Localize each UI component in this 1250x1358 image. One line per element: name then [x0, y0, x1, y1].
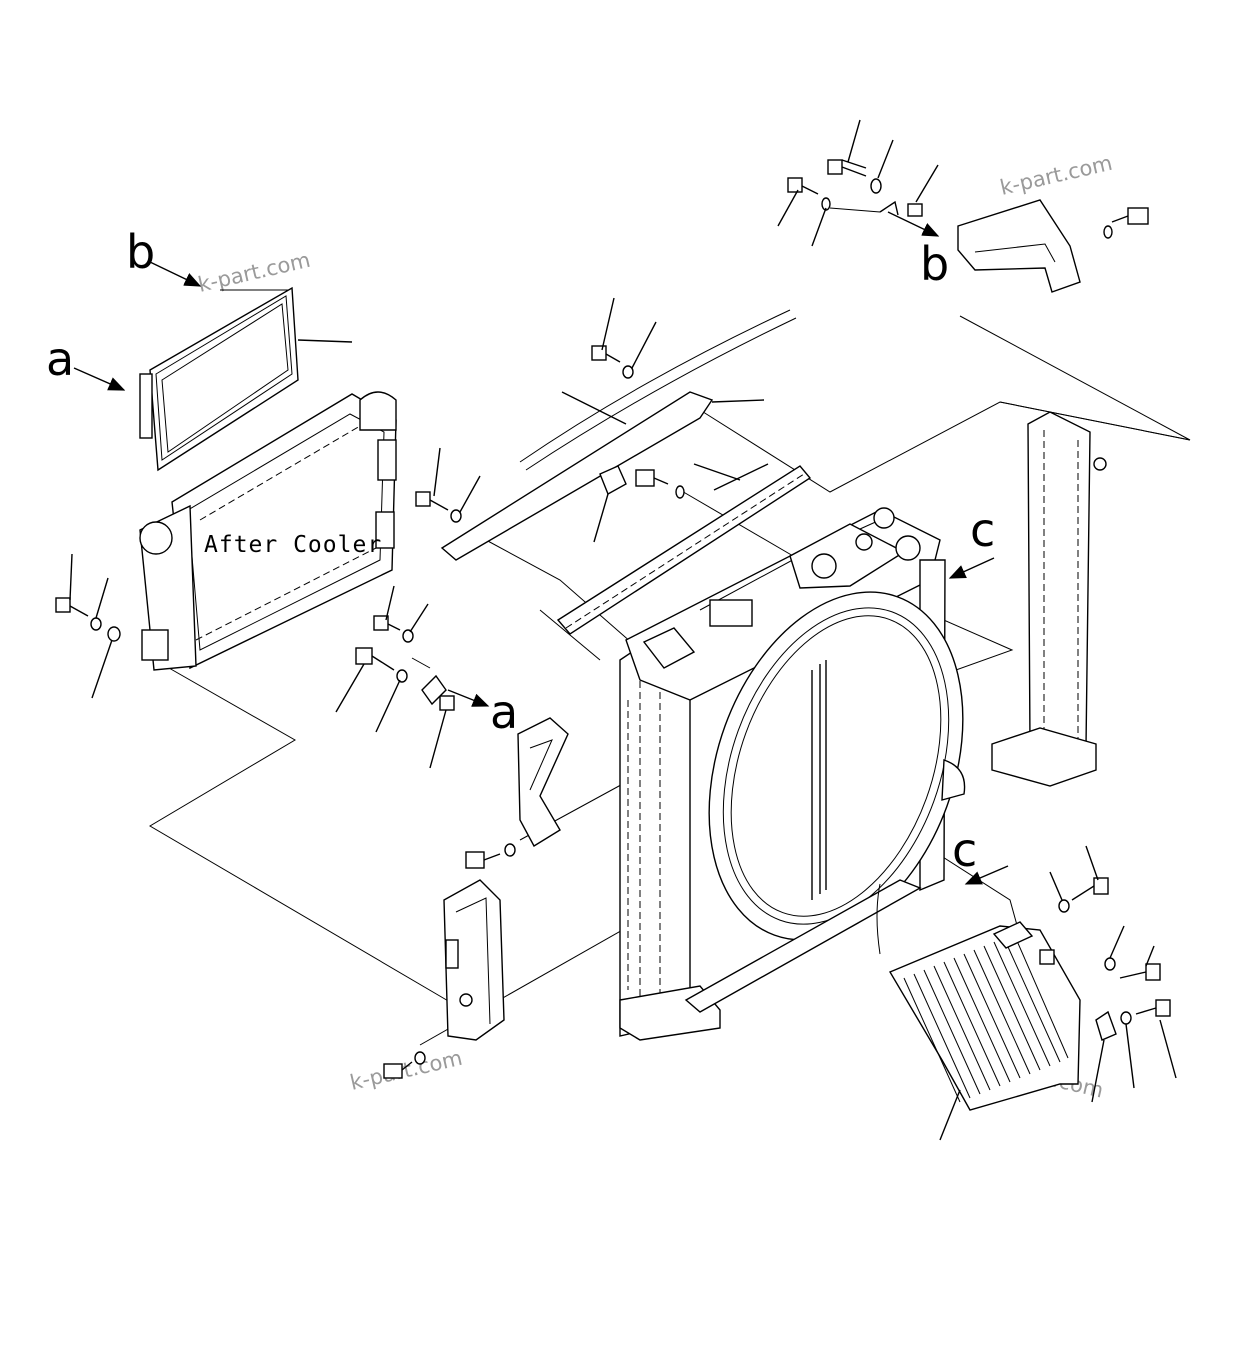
clip: [1095, 1010, 1117, 1041]
washer: [1058, 899, 1070, 913]
fan-shroud-ring: [708, 591, 964, 941]
washer: [396, 669, 408, 683]
top-right-bracket-assembly: b: [777, 119, 1149, 293]
oil-cooler-assembly: c: [888, 823, 1177, 1141]
callout-c-bottom: c: [952, 823, 977, 877]
bolt: [1145, 963, 1161, 981]
lower-left-support: [383, 879, 505, 1079]
watermark-top-right: k-part.com: [998, 151, 1115, 200]
washer: [402, 629, 414, 643]
callout-b-top-right: b: [920, 237, 949, 291]
washer: [504, 843, 516, 857]
washer: [90, 617, 102, 631]
radiator-cap: [873, 507, 895, 529]
bolt: [1127, 207, 1149, 225]
callout-a-center: a: [490, 685, 518, 739]
callout-a-left: a: [46, 332, 74, 386]
washer: [870, 178, 882, 194]
nut-block: [599, 465, 627, 495]
center-bracket-assembly: a: [335, 585, 569, 869]
after-cooler-core: After Cooler: [139, 391, 397, 671]
top-stay-assembly: [415, 297, 812, 635]
left-fasteners: [55, 553, 121, 699]
lower-bracket: [517, 717, 569, 847]
radiator-frame: [619, 507, 966, 1041]
cooler-fins: [903, 933, 1069, 1103]
bolt: [827, 159, 843, 175]
washer: [107, 626, 121, 642]
callout-c-top: c: [970, 503, 995, 557]
inlet-pipe: [139, 521, 173, 555]
washer: [414, 1051, 426, 1065]
bolt: [383, 1063, 403, 1079]
watermark-bottom-center: k-part.com: [348, 1046, 465, 1095]
side-bracket: [957, 199, 1081, 293]
washer: [675, 485, 685, 499]
nut: [907, 203, 923, 217]
callout-b-top-left: b: [126, 225, 155, 279]
washer: [1104, 957, 1116, 971]
radiator-cap: [811, 553, 837, 579]
washer: [1103, 225, 1113, 239]
bolt: [355, 647, 373, 665]
bolt: [787, 177, 803, 193]
post-base: [991, 727, 1097, 787]
top-rail: [556, 465, 812, 635]
right-side-post: [991, 411, 1107, 787]
bolt: [415, 491, 431, 507]
bolt: [373, 615, 389, 631]
washer: [450, 509, 462, 523]
bolt: [1155, 999, 1171, 1017]
callout-c-top-group: c: [948, 503, 995, 579]
washer: [622, 365, 634, 379]
bolt: [465, 851, 485, 869]
washer: [1120, 1011, 1132, 1025]
bolt: [635, 469, 655, 487]
screen-panel: a b: [46, 225, 353, 472]
bolt: [591, 345, 607, 361]
bolt: [55, 597, 71, 613]
nut: [439, 695, 455, 711]
bolt: [1093, 877, 1109, 895]
after-cooler-label: After Cooler: [204, 532, 382, 558]
